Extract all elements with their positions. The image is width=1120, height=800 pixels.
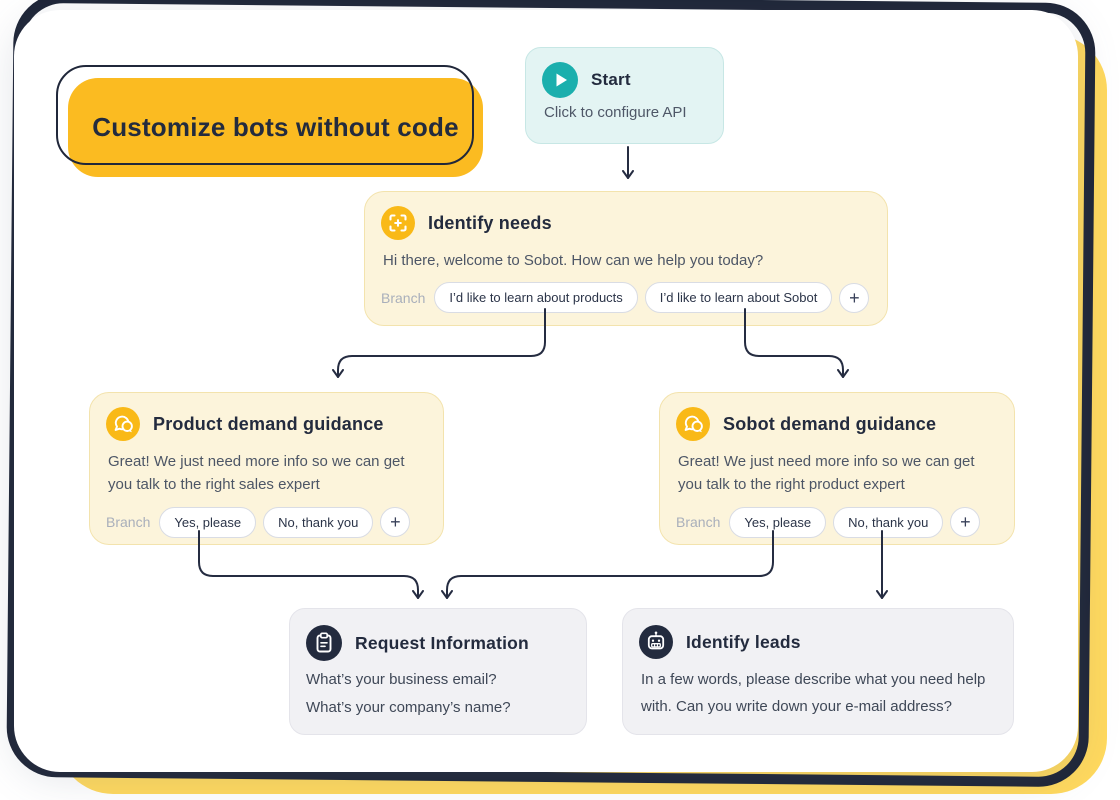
- node-product-guidance-message: Great! We just need more info so we can …: [108, 453, 405, 494]
- scan-icon: [381, 206, 415, 240]
- chat-bubbles-icon: [106, 407, 140, 441]
- node-identify-needs-message: Hi there, welcome to Sobot. How can we h…: [383, 252, 764, 269]
- branch-label: Branch: [106, 514, 151, 530]
- branch-pill-yes-please[interactable]: Yes, please: [159, 506, 257, 538]
- node-identify-needs-title: Identify needs: [428, 212, 552, 233]
- add-branch-button[interactable]: +: [839, 282, 870, 313]
- play-icon: [542, 62, 578, 98]
- request-info-question-company: What’s your company’s name?: [306, 698, 511, 716]
- node-identify-leads-title: Identify leads: [686, 631, 801, 652]
- branch-pill-no-thank-you[interactable]: No, thank you: [263, 506, 374, 538]
- node-start[interactable]: Start Click to configure API: [525, 47, 724, 144]
- node-sobot-guidance[interactable]: Sobot demand guidance Great! We just nee…: [659, 392, 1015, 545]
- node-sobot-guidance-title: Sobot demand guidance: [723, 413, 937, 434]
- request-info-question-email: What’s your business email?: [306, 671, 497, 688]
- node-request-information[interactable]: Request Information What’s your business…: [289, 608, 587, 735]
- node-identify-leads[interactable]: Identify leads In a few words, please de…: [622, 608, 1014, 735]
- branch-pill-learn-products[interactable]: I’d like to learn about products: [434, 282, 638, 314]
- branch-label: Branch: [381, 289, 426, 306]
- headline-badge-label: Customize bots without code: [92, 112, 459, 142]
- node-start-title: Start: [591, 70, 631, 89]
- add-branch-button[interactable]: +: [950, 507, 981, 537]
- node-product-guidance[interactable]: Product demand guidance Great! We just n…: [89, 392, 444, 545]
- clipboard-icon: [306, 625, 342, 661]
- node-request-information-title: Request Information: [355, 632, 529, 653]
- branch-pill-learn-sobot[interactable]: I’d like to learn about Sobot: [644, 282, 833, 314]
- branch-pill-no-thank-you[interactable]: No, thank you: [833, 506, 944, 538]
- node-identify-leads-message: In a few words, please describe what you…: [641, 671, 986, 715]
- chat-bubbles-icon: [676, 407, 710, 441]
- robot-icon: [639, 625, 673, 659]
- node-identify-needs[interactable]: Identify needs Hi there, welcome to Sobo…: [364, 191, 888, 326]
- node-sobot-guidance-message: Great! We just need more info so we can …: [678, 453, 975, 494]
- branch-pill-yes-please[interactable]: Yes, please: [729, 506, 827, 538]
- headline-badge-outline: [56, 65, 474, 165]
- headline-badge: Customize bots without code: [68, 78, 483, 177]
- branch-label: Branch: [676, 514, 721, 530]
- add-branch-button[interactable]: +: [380, 507, 411, 537]
- node-start-subtitle: Click to configure API: [544, 104, 687, 121]
- node-product-guidance-title: Product demand guidance: [153, 413, 384, 434]
